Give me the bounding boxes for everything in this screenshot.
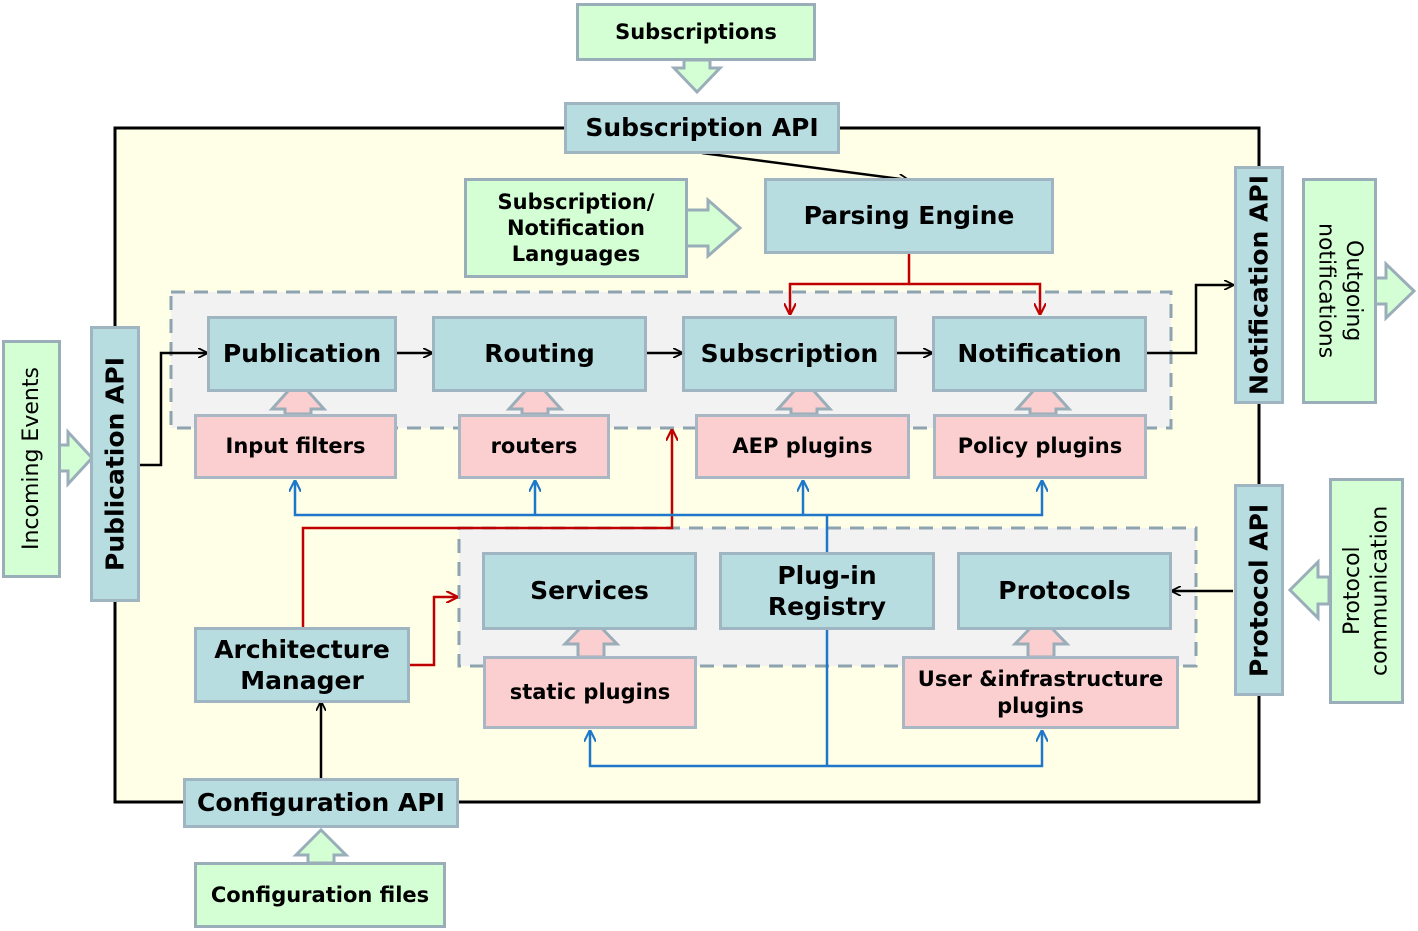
protocol-api: Protocol API	[1234, 484, 1284, 696]
subapi-to-parsing-arrow	[701, 151, 908, 180]
archmgr-to-infrastructure-arrow	[410, 597, 457, 667]
user-plugins-up-arrow	[1011, 614, 1071, 659]
configuration-files-input: Configuration files	[194, 862, 446, 928]
publication-api: Publication API	[90, 326, 140, 602]
static-plugins-up-arrow	[561, 614, 621, 659]
parsing-to-notification-arrow	[909, 282, 1040, 314]
registry-to-input-filters-arrow	[295, 481, 827, 517]
subscriptions-input: Subscriptions	[576, 3, 816, 61]
publication-stage: Publication	[207, 316, 397, 392]
services-component: Services	[482, 552, 697, 630]
parsing-to-subscription-arrow	[790, 254, 911, 314]
plugin-registry: Plug-in Registry	[719, 552, 935, 630]
routing-stage: Routing	[432, 316, 647, 392]
notification-to-notifapi-arrow	[1147, 285, 1233, 355]
architecture-manager: Architecture Manager	[194, 627, 410, 703]
input-filters-plugin: Input filters	[194, 414, 397, 479]
notification-stage: Notification	[932, 316, 1147, 392]
incoming-events-right-arrow	[56, 428, 95, 488]
config-files-up-arrow	[292, 827, 350, 865]
registry-to-static-plugins-arrow	[590, 731, 827, 768]
routers-plugin: routers	[458, 414, 610, 479]
subscription-api: Subscription API	[564, 102, 840, 154]
protocol-communication-input: Protocol communication	[1329, 478, 1404, 704]
languages-input: Subscription/ Notification Languages	[464, 178, 688, 278]
user-infrastructure-plugins: User &infrastructure plugins	[902, 656, 1179, 729]
archmgr-to-pipeline-arrow	[301, 430, 672, 627]
outgoing-notifications-right-arrow	[1373, 260, 1417, 322]
subscription-stage: Subscription	[682, 316, 897, 392]
parsing-engine: Parsing Engine	[764, 178, 1054, 254]
static-plugins: static plugins	[483, 656, 697, 729]
notification-api: Notification API	[1234, 166, 1284, 404]
input-filters-up-arrow	[268, 377, 328, 416]
registry-to-policy-arrow	[827, 481, 1042, 517]
pubapi-to-publication-arrow	[140, 353, 207, 467]
policy-plugins-up-arrow	[1013, 377, 1073, 416]
subscriptions-down-arrow	[670, 58, 724, 95]
incoming-events-input: Incoming Events	[2, 340, 61, 578]
configuration-api: Configuration API	[183, 778, 459, 828]
registry-to-user-plugins-arrow	[827, 731, 1042, 768]
routers-up-arrow	[505, 377, 565, 416]
protocols-component: Protocols	[957, 552, 1172, 630]
aep-plugins: AEP plugins	[695, 414, 910, 479]
outgoing-notifications-output: Outgoing notifications	[1302, 178, 1377, 404]
languages-right-arrow	[684, 196, 743, 260]
policy-plugins: Policy plugins	[933, 414, 1147, 479]
protocol-communication-left-arrow	[1287, 558, 1331, 622]
aep-plugins-up-arrow	[774, 377, 834, 416]
